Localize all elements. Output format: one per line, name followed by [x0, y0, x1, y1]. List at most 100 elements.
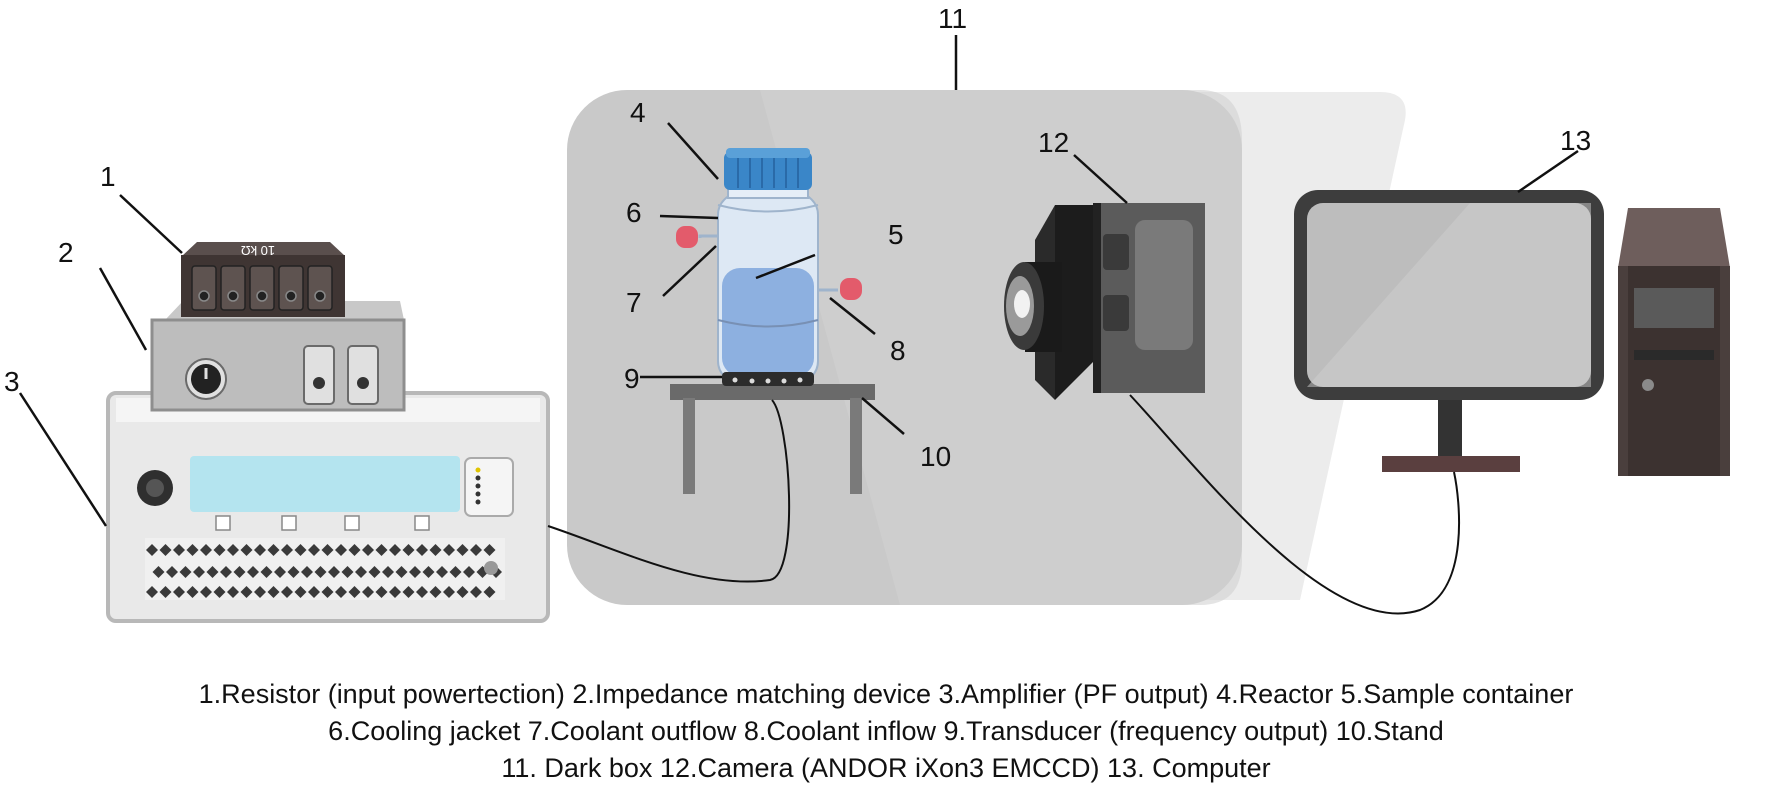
vent-hole: [281, 544, 293, 556]
stand: [670, 384, 875, 494]
vent-hole: [200, 544, 212, 556]
vent-hole: [321, 586, 334, 598]
label-11: 11: [938, 3, 967, 34]
vent-hole: [308, 544, 320, 556]
vent-hole: [301, 566, 313, 578]
vent-hole: [267, 544, 280, 556]
vent-hole: [227, 544, 239, 556]
vent-hole: [483, 544, 496, 556]
reactor: [717, 148, 819, 386]
vent-hole: [287, 566, 300, 578]
vent-hole: [173, 586, 185, 598]
vent-hole: [443, 586, 455, 598]
vent-hole: [382, 566, 394, 578]
caption-line-3: 11. Dark box 12.Camera (ANDOR iXon3 EMCC…: [501, 753, 1271, 783]
vent-hole: [186, 544, 199, 556]
vent-hole: [166, 566, 178, 578]
leader-lines: [18, 35, 1579, 527]
label-9: 9: [624, 363, 640, 394]
vent-hole: [240, 544, 253, 556]
resistor-marking: 10 kΩ: [241, 243, 276, 258]
label-5: 5: [888, 219, 904, 250]
vent-hole: [362, 544, 374, 556]
vent-hole: [362, 586, 374, 598]
vent-hole: [429, 544, 442, 556]
amplifier: [106, 391, 550, 623]
vent-hole: [328, 566, 340, 578]
label-7: 7: [626, 287, 642, 318]
number-labels: 1 2 3 4 5 6 7 8 9 10 11 12 13: [4, 3, 1591, 472]
vent-hole: [227, 586, 239, 598]
vent-hole: [314, 566, 327, 578]
label-6: 6: [626, 197, 642, 228]
vent-hole: [260, 566, 273, 578]
vent-hole: [335, 586, 347, 598]
vent-hole: [416, 544, 428, 556]
vent-hole: [416, 586, 428, 598]
vent-hole: [152, 566, 165, 578]
vent-hole: [247, 566, 259, 578]
vent-hole: [254, 544, 266, 556]
label-8: 8: [890, 335, 906, 366]
vent-hole: [355, 566, 367, 578]
vent-hole: [294, 544, 307, 556]
cables: [547, 394, 1461, 615]
vent-hole: [213, 586, 226, 598]
label-4: 4: [630, 97, 646, 128]
vent-hole: [179, 566, 192, 578]
label-10: 10: [920, 441, 951, 472]
vent-hole: [443, 544, 455, 556]
amplifier-vent-grille: [146, 544, 502, 598]
vent-hole: [308, 586, 320, 598]
resistor: 10 kΩ: [181, 242, 345, 317]
vent-hole: [213, 544, 226, 556]
vent-hole: [389, 544, 401, 556]
vent-hole: [159, 544, 172, 556]
vent-hole: [483, 586, 496, 598]
vent-hole: [470, 544, 482, 556]
vent-hole: [206, 566, 219, 578]
vent-hole: [254, 586, 266, 598]
vent-hole: [463, 566, 475, 578]
caption-line-1: 1.Resistor (input powertection) 2.Impeda…: [198, 679, 1574, 709]
vent-hole: [200, 586, 212, 598]
vent-hole: [422, 566, 435, 578]
label-13: 13: [1560, 125, 1591, 156]
vent-hole: [368, 566, 381, 578]
vent-hole: [389, 586, 401, 598]
coolant-ports: [676, 226, 862, 300]
label-1: 1: [100, 161, 116, 192]
setup-diagram: 10 kΩ 1 2 3 4 5: [4, 3, 1730, 623]
vent-hole: [321, 544, 334, 556]
vent-hole: [281, 586, 293, 598]
vent-hole: [375, 586, 388, 598]
computer-monitor: [1294, 190, 1604, 472]
caption-line-2: 6.Cooling jacket 7.Coolant outflow 8.Coo…: [328, 716, 1444, 746]
vent-hole: [159, 586, 172, 598]
vent-hole: [470, 586, 482, 598]
vent-hole: [186, 586, 199, 598]
label-3: 3: [4, 366, 20, 397]
vent-hole: [274, 566, 286, 578]
vent-hole: [267, 586, 280, 598]
label-2: 2: [58, 237, 74, 268]
label-12: 12: [1038, 127, 1069, 158]
vent-hole: [348, 544, 361, 556]
vent-hole: [348, 586, 361, 598]
vent-hole: [402, 544, 415, 556]
vent-hole: [220, 566, 232, 578]
vent-hole: [409, 566, 421, 578]
vent-hole: [240, 586, 253, 598]
computer-tower: [1618, 208, 1730, 476]
vent-hole: [173, 544, 185, 556]
vent-hole: [436, 566, 448, 578]
vent-hole: [395, 566, 408, 578]
figure-caption: 1.Resistor (input powertection) 2.Impeda…: [0, 676, 1772, 787]
dark-box: [567, 90, 1406, 605]
vent-hole: [146, 544, 158, 556]
impedance-matching-device: [150, 301, 406, 412]
vent-hole: [294, 586, 307, 598]
vent-hole: [449, 566, 462, 578]
vent-hole: [402, 586, 415, 598]
camera: [1004, 203, 1205, 400]
